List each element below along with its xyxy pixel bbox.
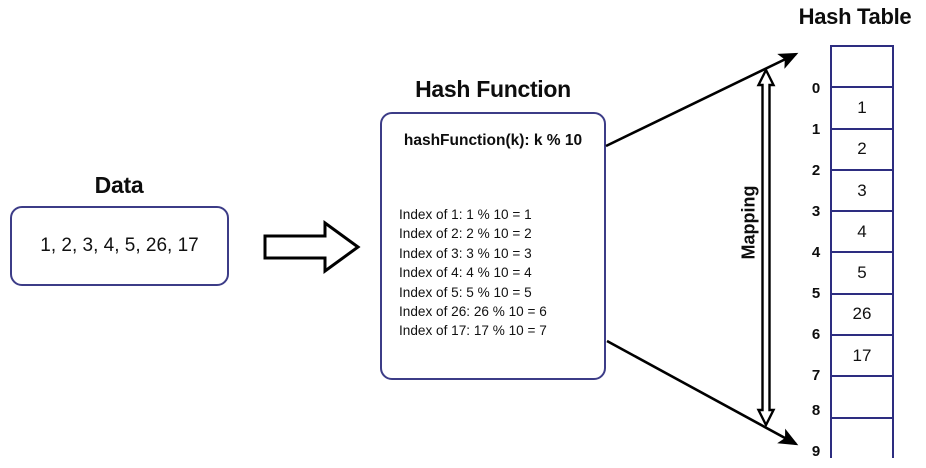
data-section-title: Data <box>94 172 144 198</box>
hash-table-index-label: 6 <box>811 326 821 343</box>
hash-index-line: Index of 4: 4 % 10 = 4 <box>399 265 532 281</box>
arrow-up-right-icon <box>605 52 799 148</box>
hash-table-cell[interactable] <box>832 418 892 460</box>
data-box: 1, 2, 3, 4, 5, 26, 17 <box>10 206 229 286</box>
hash-index-line: Index of 3: 3 % 10 = 3 <box>399 245 532 261</box>
arrow-down-right-icon <box>606 339 799 446</box>
hash-table-index-label: 3 <box>811 203 821 220</box>
hash-table-index-label: 1 <box>811 121 821 138</box>
hash-table-cell[interactable]: 3 <box>832 170 892 213</box>
hash-table-cell[interactable]: 17 <box>832 336 892 378</box>
hash-index-line: Index of 26: 26 % 10 = 6 <box>399 304 547 320</box>
hash-table-index-label: 0 <box>811 80 821 97</box>
hash-function-formula: hashFunction(k): k % 10 <box>403 132 583 149</box>
hash-table-cell[interactable]: 2 <box>832 129 892 171</box>
hash-function-section-title: Hash Function <box>415 76 571 102</box>
hash-table-index-label: 8 <box>811 402 821 419</box>
hash-table-index-label: 9 <box>811 443 821 460</box>
hash-table-index-label: 2 <box>811 162 821 179</box>
hash-table-index-label: 4 <box>811 244 821 261</box>
hash-table-cell[interactable]: 26 <box>832 294 892 337</box>
hash-index-line: Index of 2: 2 % 10 = 2 <box>399 226 532 242</box>
hash-table-cell[interactable] <box>832 377 892 419</box>
hash-table-section-title: Hash Table <box>798 4 912 29</box>
hash-table-cell[interactable]: 5 <box>832 253 892 295</box>
hash-index-list: Index of 1: 1 % 10 = 1 Index of 2: 2 % 1… <box>399 205 547 341</box>
hash-table-cell[interactable]: 4 <box>832 212 892 254</box>
data-values-text: 1, 2, 3, 4, 5, 26, 17 <box>40 235 199 256</box>
mapping-label: Mapping <box>738 185 759 260</box>
hash-table: 1 2 3 4 5 26 17 <box>830 45 894 460</box>
hash-table-index-label: 7 <box>811 367 821 384</box>
mapping-arrows-group <box>598 40 813 460</box>
hash-index-line: Index of 5: 5 % 10 = 5 <box>399 284 532 300</box>
hash-function-box: hashFunction(k): k % 10 Index of 1: 1 % … <box>380 112 606 380</box>
hash-table-index-label: 5 <box>811 285 821 302</box>
double-headed-vertical-arrow-icon <box>756 67 776 428</box>
hash-table-cell[interactable]: 1 <box>832 88 892 130</box>
hash-index-line: Index of 17: 17 % 10 = 7 <box>399 323 547 339</box>
block-arrow-right-icon <box>263 218 361 276</box>
hash-index-line: Index of 1: 1 % 10 = 1 <box>399 207 532 222</box>
hash-table-cell[interactable] <box>832 47 892 89</box>
